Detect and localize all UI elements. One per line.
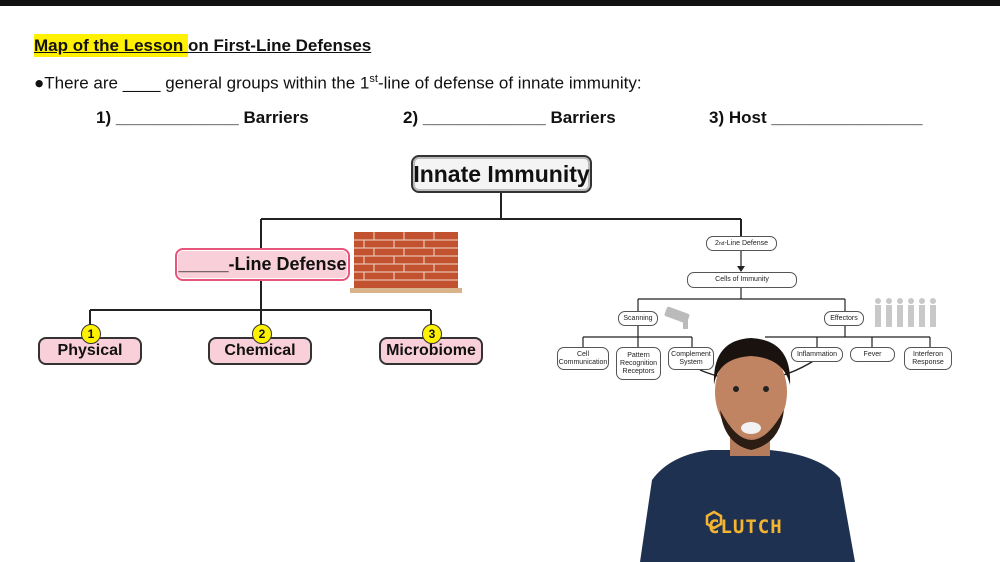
brick-wall-icon: [350, 232, 462, 293]
number-badge-2: 2: [252, 324, 272, 344]
title-rest: on First-Line Defenses: [187, 36, 372, 55]
effectors-node: Effectors: [824, 311, 864, 326]
blank-2: 2) _____________ Barriers: [403, 108, 616, 127]
second-line-suffix: -Line Defense: [724, 239, 769, 247]
effector-crowd-icon: [875, 298, 936, 327]
innate-immunity-node: Innate Immunity: [411, 155, 592, 193]
top-bar: [0, 0, 1000, 6]
security-camera-icon: [664, 306, 690, 329]
bullet-suffix: -line of defense of innate immunity:: [377, 73, 642, 93]
bullet-prefix: ●There are ____ general groups within th…: [34, 73, 370, 93]
number-badge-3: 3: [422, 324, 442, 344]
blank-1: 1) _____________ Barriers: [96, 108, 309, 127]
complement-system-node: Complement System: [668, 347, 714, 370]
title-highlight: Map of the Lesson: [34, 34, 188, 57]
bullet-sup: st: [369, 73, 378, 85]
lesson-title: Map of the Lesson on First-Line Defenses: [34, 34, 372, 57]
second-line-sup: nd: [718, 240, 725, 247]
shirt-logo-text: CLUTCH: [708, 516, 783, 538]
scanning-node: Scanning: [618, 311, 658, 326]
physical-node: Physical: [38, 337, 142, 365]
presenter-image: [640, 338, 855, 562]
interferon-response-node: Interferon Response: [904, 347, 952, 370]
fever-node: Fever: [850, 347, 895, 362]
cell-communication-node: Cell Communication: [557, 347, 609, 370]
number-badge-1: 1: [81, 324, 101, 344]
second-line-prefix: 2: [714, 239, 719, 247]
first-line-defense-node: _____-Line Defense: [175, 248, 350, 281]
pattern-recognition-receptors-node: Pattern Recognition Receptors: [616, 347, 661, 380]
inflammation-node: Inflammation: [791, 347, 843, 362]
bullet-question: ●There are ____ general groups within th…: [34, 73, 642, 94]
blank-3: 3) Host ________________: [709, 108, 923, 127]
cells-of-immunity-node: Cells of Immunity: [687, 272, 797, 288]
